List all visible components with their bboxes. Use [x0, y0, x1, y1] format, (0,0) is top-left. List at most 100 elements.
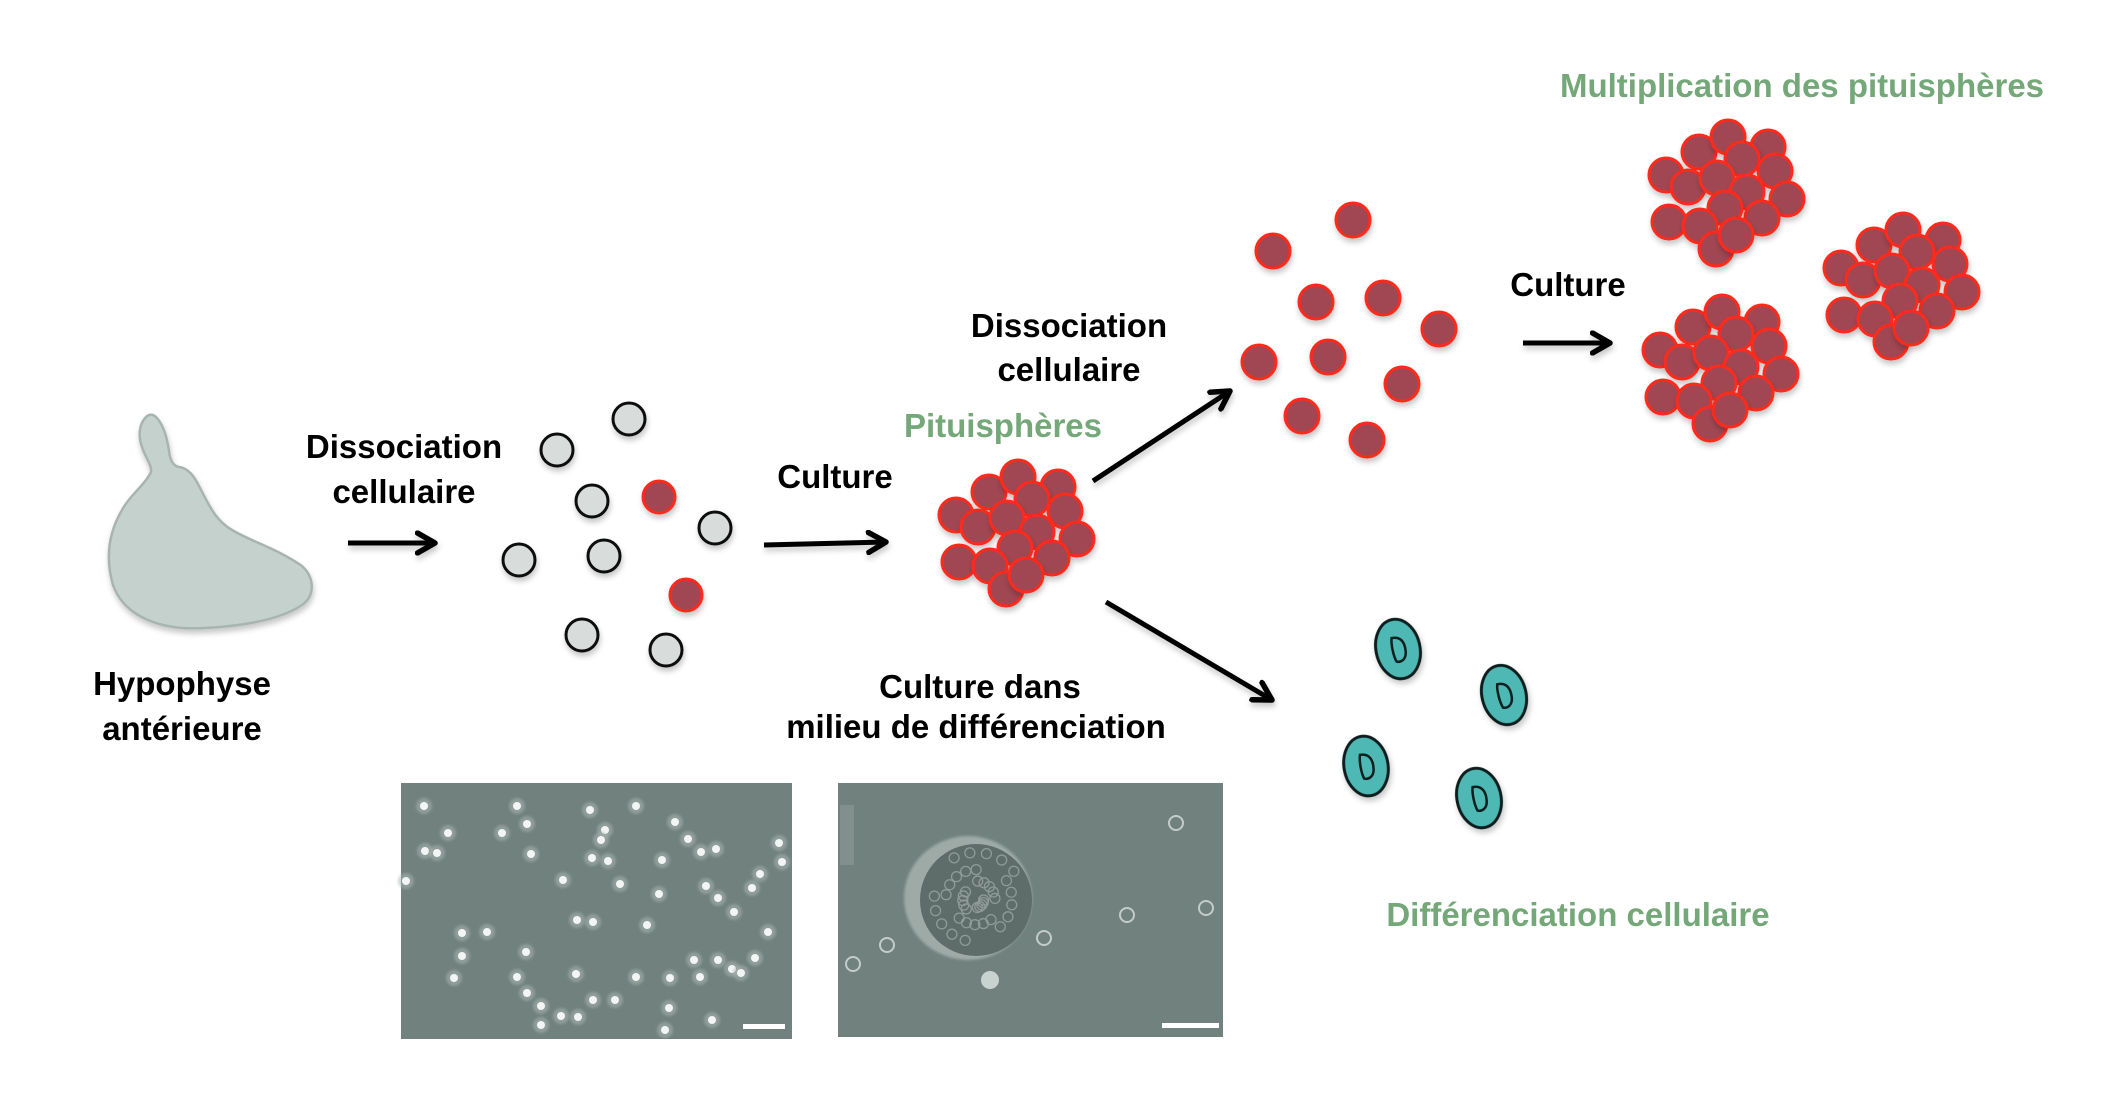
cell-icon	[539, 432, 575, 468]
stem-cell-icon	[1364, 279, 1402, 317]
differentiated-cell-icon	[1374, 617, 1422, 681]
cell-icon	[458, 952, 466, 960]
cell-icon	[597, 836, 605, 844]
stem-cell-icon	[1283, 397, 1321, 435]
cell-icon	[643, 921, 651, 929]
stem-cell-icon	[1007, 556, 1045, 594]
cell-icon	[616, 880, 624, 888]
step-label-differentiation-culture: milieu de différenciation	[786, 708, 1166, 745]
cell-outline	[1008, 865, 1020, 877]
multiplication-label: Multiplication des pituisphères	[1560, 67, 2044, 104]
cell-icon	[564, 617, 600, 653]
cell-icon	[737, 969, 745, 977]
stem-cell-icon	[1918, 292, 1956, 330]
cell-icon	[611, 401, 647, 437]
cell-icon	[708, 1016, 716, 1024]
cell-icon	[559, 876, 567, 884]
cell-icon	[574, 1013, 582, 1021]
stem-cell-icon	[1309, 338, 1347, 376]
cell-icon	[632, 973, 640, 981]
stem-cell-icon	[641, 479, 677, 515]
pituisphere-cluster	[1641, 293, 1800, 443]
stem-cell-icon	[1674, 308, 1712, 346]
pituisphere-cluster	[1647, 118, 1806, 268]
cell-icon	[402, 877, 410, 885]
cell-icon	[671, 818, 679, 826]
gland-label: antérieure	[102, 710, 262, 747]
cell-icon	[778, 858, 786, 866]
cell-icon	[730, 908, 738, 916]
cell-icon	[523, 820, 531, 828]
cell-icon	[632, 802, 640, 810]
cell-outline	[969, 919, 981, 931]
cell-icon	[661, 1026, 669, 1034]
cell-icon	[648, 632, 684, 668]
cell-icon	[586, 806, 594, 814]
differentiated-cell-icon	[1479, 663, 1529, 727]
cell-icon	[537, 1021, 545, 1029]
cell-icon	[420, 802, 428, 810]
cell-outline	[1006, 899, 1018, 911]
step-label-dissociation: cellulaire	[997, 351, 1140, 388]
cell-outline	[980, 848, 993, 860]
cell-outline	[958, 899, 970, 911]
cell-icon	[1198, 900, 1214, 916]
cell-outline	[1002, 911, 1014, 923]
stem-cell-icon	[970, 473, 1008, 511]
stem-cell-icon	[1737, 374, 1775, 412]
cell-icon	[589, 996, 597, 1004]
stem-cell-icon	[1240, 343, 1278, 381]
cell-outline	[970, 863, 982, 876]
differentiated-cell-icon	[1342, 734, 1390, 798]
cell-icon	[712, 845, 720, 853]
cell-icon	[666, 974, 674, 982]
cell-outline	[944, 879, 956, 891]
stem-cell-icon	[668, 577, 704, 613]
cell-icon	[879, 937, 895, 953]
pituispheres-label: Pituisphères	[904, 407, 1102, 444]
cell-icon	[557, 1012, 565, 1020]
scale-bar	[743, 1024, 785, 1029]
stem-cell-icon	[1768, 180, 1806, 218]
cell-outline	[959, 934, 971, 947]
arrow-down-right-icon	[1104, 599, 1272, 700]
cell-icon	[589, 918, 597, 926]
stem-cell-icon	[1420, 310, 1458, 348]
stem-cell-icon	[1348, 421, 1386, 459]
cell-icon	[586, 538, 622, 574]
cell-icon	[604, 857, 612, 865]
cell-icon	[1036, 930, 1052, 946]
stem-cell-icon	[1717, 216, 1755, 254]
cell-icon	[655, 890, 663, 898]
stem-cell-icon	[1711, 391, 1749, 429]
arrows	[348, 343, 1610, 700]
cell-icon	[696, 973, 704, 981]
stem-cell-icon	[1254, 232, 1292, 270]
cell-icon	[501, 542, 537, 578]
cell-icon	[775, 839, 783, 847]
step-label-culture: Culture	[777, 458, 893, 495]
cell-icon	[751, 954, 759, 962]
stem-cell-icon	[1762, 355, 1800, 393]
micrograph-pituisphere	[838, 783, 1223, 1037]
pituitary-gland-icon	[107, 413, 313, 630]
cell-icon	[748, 884, 756, 892]
cell-icon	[1168, 815, 1184, 831]
cell-outline	[929, 905, 942, 917]
gland-label: Hypophyse	[93, 665, 271, 702]
cell-icon	[573, 916, 581, 924]
cell-outline	[996, 854, 1008, 866]
scale-bar	[1162, 1023, 1219, 1028]
cell-icon	[697, 848, 705, 856]
cell-icon	[513, 973, 521, 981]
cell-icon	[588, 854, 596, 862]
stem-cell-icon	[1297, 283, 1335, 321]
cell-icon	[611, 996, 619, 1004]
cell-outline	[994, 921, 1006, 933]
stem-cell-icon	[1383, 365, 1421, 403]
cell-icon	[702, 882, 710, 890]
cell-outline	[959, 886, 972, 898]
cell-outline	[953, 912, 965, 924]
cell-icon	[714, 956, 722, 964]
